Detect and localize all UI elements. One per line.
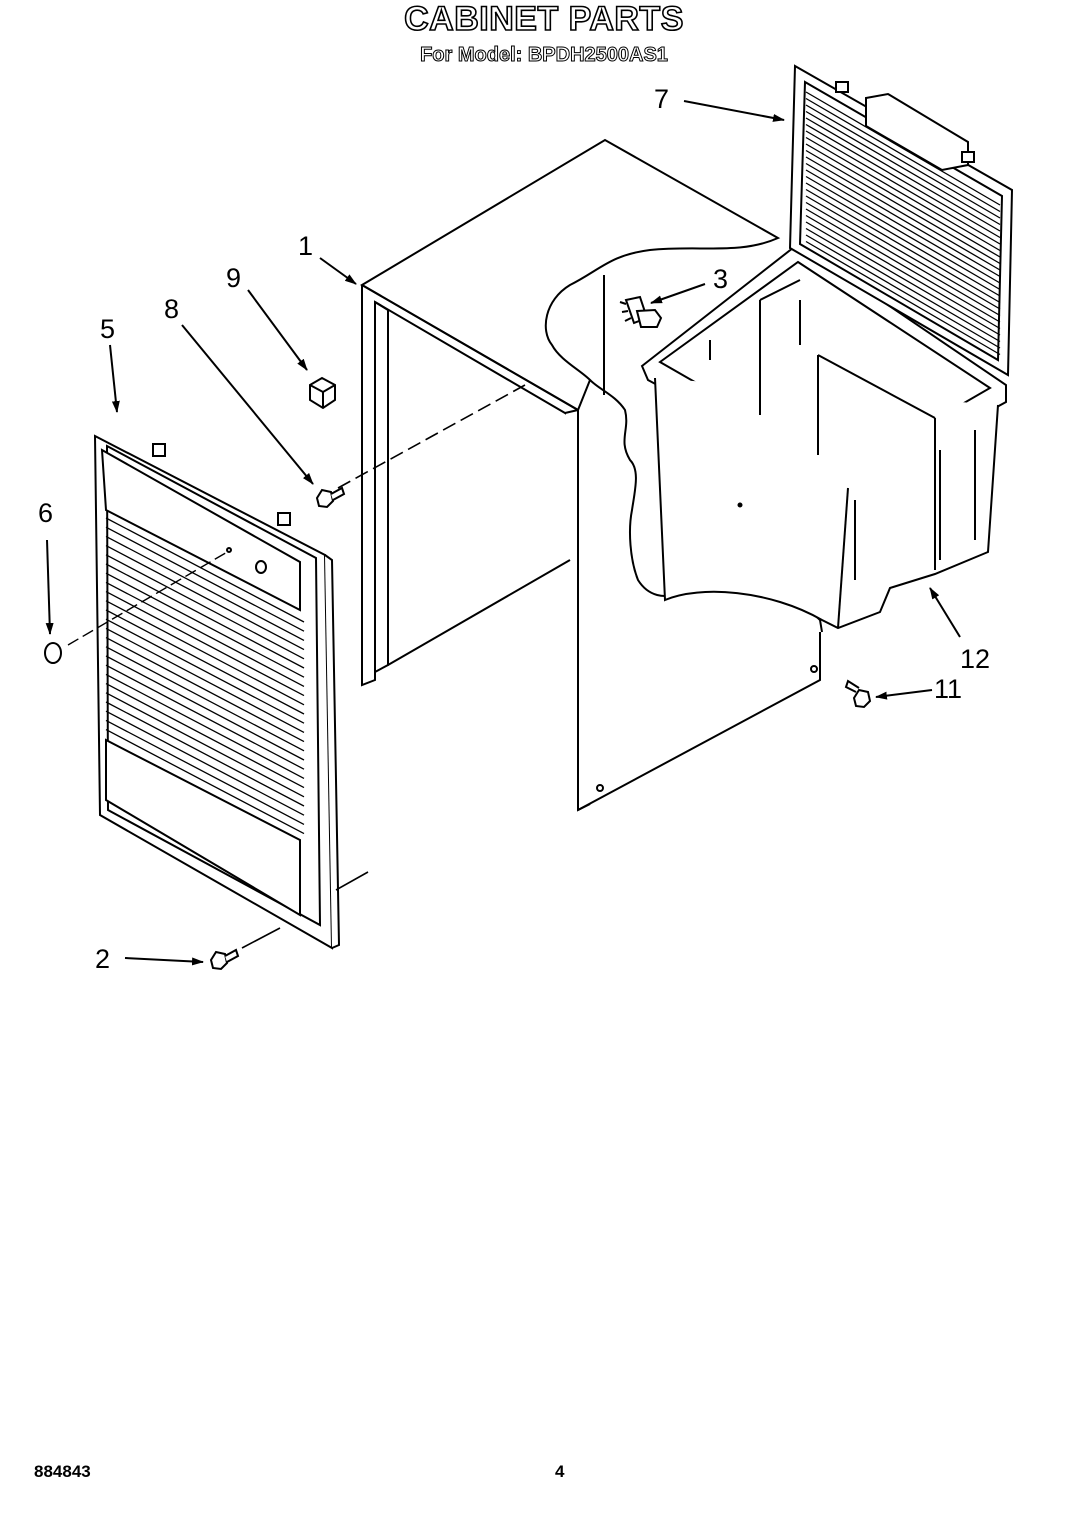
louver-line [805, 156, 1001, 271]
callout-9: 9 [226, 263, 241, 293]
page-title: CABINET PARTS [403, 0, 684, 39]
louver-line [105, 683, 305, 789]
callout-8: 8 [164, 294, 179, 324]
louver-line [805, 110, 1001, 226]
louver-line [805, 175, 1001, 291]
louver-line [105, 673, 305, 779]
louver-line [805, 91, 1001, 206]
louver-line [105, 600, 305, 706]
callout-2: 2 [95, 944, 110, 974]
panel-guide-line [335, 871, 369, 891]
louver-line [805, 136, 1001, 252]
front-grille-louvers [105, 517, 305, 835]
screw-part-2 [209, 948, 240, 971]
callout-12: 12 [960, 644, 990, 674]
gasket-guide-line [67, 550, 230, 646]
louver-line [105, 618, 305, 724]
louver-line [105, 581, 305, 687]
clip-part-9 [309, 376, 336, 410]
louver-line [805, 97, 1001, 213]
front-grille-panel [93, 434, 341, 950]
louver-line [105, 692, 305, 798]
louver-line [105, 535, 305, 641]
screw-part-11 [844, 679, 872, 709]
model-subtitle: For Model: BPDH2500AS1 [420, 44, 669, 67]
louver-line [805, 208, 1001, 323]
louver-line [105, 701, 305, 807]
louver-line [105, 637, 305, 743]
louver-line [105, 554, 305, 660]
louver-line [805, 104, 1001, 219]
drain-plug-part-3 [619, 295, 663, 328]
louver-line [105, 526, 305, 632]
louver-line [805, 201, 1001, 317]
louver-line [805, 169, 1001, 284]
louver-line [105, 591, 305, 697]
louver-line [105, 627, 305, 733]
callout-11: 11 [934, 674, 962, 704]
document-number: 884843 [34, 1462, 91, 1481]
louver-line [805, 143, 1001, 258]
callout-3: 3 [713, 264, 728, 294]
rear-grille [788, 64, 1014, 377]
louver-line [805, 149, 1001, 265]
louver-line [105, 563, 305, 669]
callout-1: 1 [298, 231, 313, 261]
louver-line [805, 117, 1001, 232]
louver-line [805, 234, 1001, 349]
water-bucket [640, 242, 1007, 630]
callout-arrows [45, 100, 961, 966]
screw2-guide-line [241, 927, 281, 949]
louver-line [105, 572, 305, 678]
gasket-part-6 [44, 642, 62, 664]
louver-line [105, 729, 305, 835]
louver-line [105, 609, 305, 715]
louver-line [105, 710, 305, 816]
louver-line [805, 195, 1001, 310]
page-number: 4 [555, 1462, 565, 1481]
louver-line [105, 646, 305, 752]
louver-line [105, 664, 305, 770]
louver-line [805, 227, 1001, 343]
callout-5: 5 [100, 314, 115, 344]
louver-line [105, 719, 305, 825]
louver-line [805, 240, 1001, 356]
louver-line [105, 655, 305, 761]
callout-7: 7 [654, 84, 669, 114]
louver-line [805, 123, 1001, 239]
assembly-guide-line [337, 384, 526, 489]
louver-line [105, 517, 305, 623]
louver-line [105, 545, 305, 651]
louver-line [805, 130, 1001, 245]
louver-line [805, 182, 1001, 297]
louver-line [805, 221, 1001, 336]
louver-line [805, 162, 1001, 278]
louver-line [805, 188, 1001, 304]
screw-part-8 [315, 486, 346, 509]
callout-6: 6 [38, 498, 53, 528]
louver-line [805, 214, 1001, 330]
rear-grille-louvers [805, 91, 1001, 356]
